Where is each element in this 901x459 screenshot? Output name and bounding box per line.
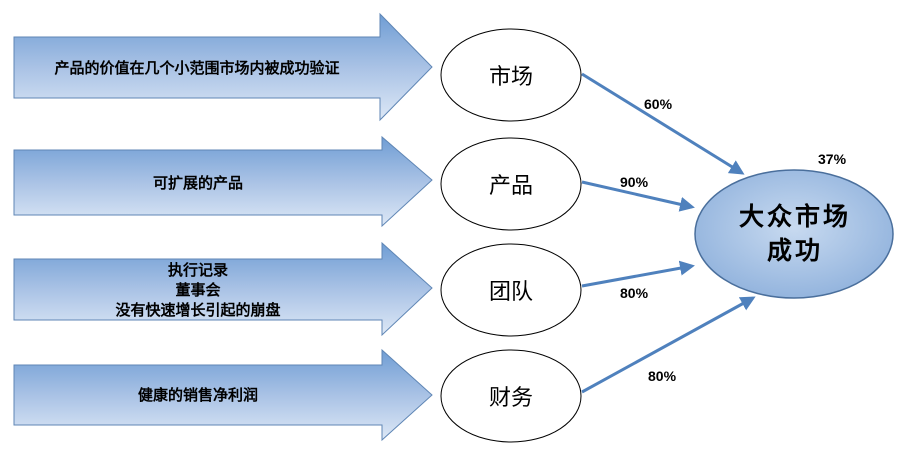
percent-label-1: 60% [644,96,673,112]
condition-text-1: 产品的价值在几个小范围市场内被成功验证 [14,40,380,96]
condition-line: 执行记录 [167,260,228,279]
factor-node-3 [440,243,582,337]
target-percent-label: 37% [818,151,847,167]
percent-label-3: 80% [620,285,649,301]
factor-node-1 [440,28,582,122]
condition-line: 没有快速增长引起的崩盘 [115,300,281,319]
condition-line: 董事会 [175,280,221,299]
factor-label-4: 财务 [488,386,533,411]
factor-node-2 [440,137,582,231]
percent-label-2: 90% [620,174,649,190]
factor-node-4 [440,349,582,443]
connector-line-2 [581,180,695,212]
condition-line: 产品的价值在几个小范围市场内被成功验证 [54,59,340,77]
connector-line-1 [581,72,745,175]
target-label: 大众市场 成功 [700,200,890,268]
factor-label-2: 产品 [488,174,533,199]
target-label-line2: 成功 [766,236,823,265]
factor-label-1: 市场 [488,65,533,90]
target-label-line1: 大众市场 [738,202,851,231]
condition-arrow-2 [13,135,433,228]
condition-arrow-1 [13,12,433,122]
target-node [694,169,894,299]
condition-arrow-3 [13,241,433,337]
condition-text-4: 健康的销售净利润 [14,366,382,424]
condition-line: 可扩展的产品 [152,173,243,192]
condition-arrow-4 [13,348,433,442]
factor-label-3: 团队 [488,280,533,305]
connector-line-3 [581,260,695,288]
condition-line: 健康的销售净利润 [137,386,258,404]
condition-text-3: 执行记录 董事会 没有快速增长引起的崩盘 [14,259,382,320]
connector-line-4 [581,296,756,394]
percent-label-4: 80% [648,368,677,384]
condition-text-2: 可扩展的产品 [14,152,382,213]
